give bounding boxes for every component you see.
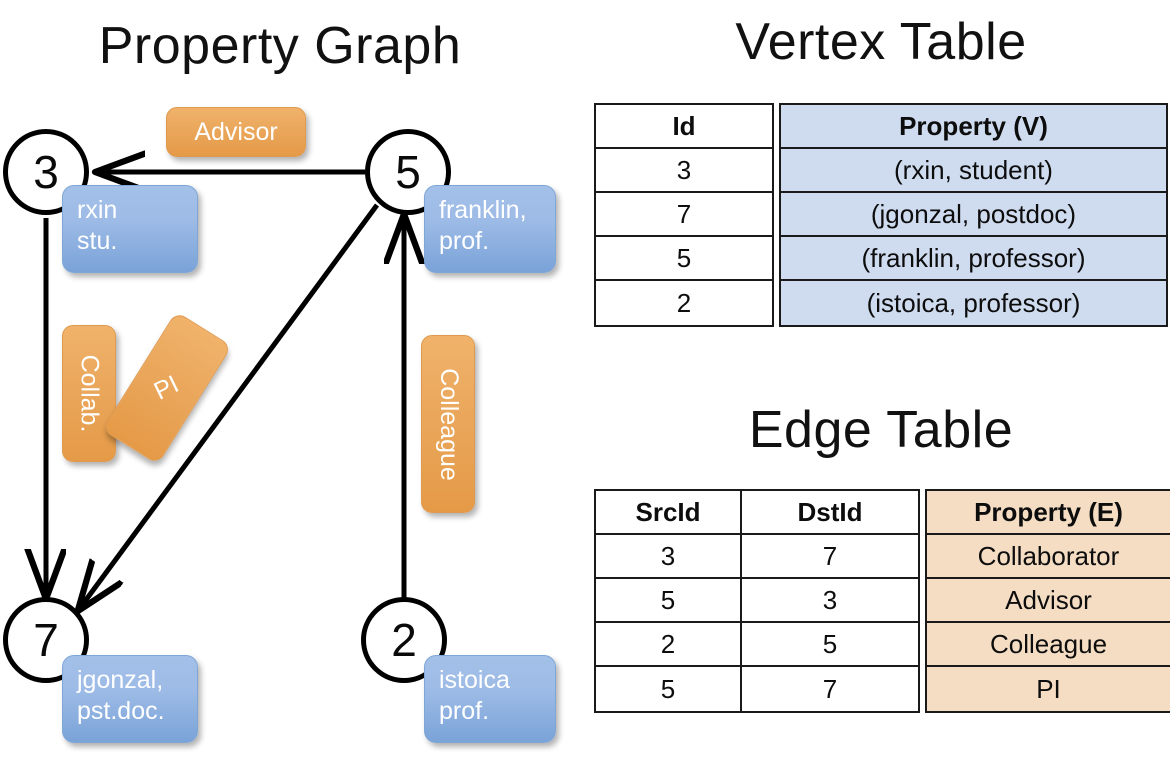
edge-table-title: Edge Table (748, 401, 1014, 459)
vertex-table: Id 3 7 5 2 Property (V) (rxin, student) … (594, 103, 1168, 327)
table-row: (istoica, professor) (781, 281, 1166, 325)
table-row: Collaborator (927, 535, 1170, 579)
table-row: 7 (596, 193, 772, 237)
table-row: 3 (596, 535, 740, 579)
vertex-node-3[interactable]: 3 (3, 129, 89, 215)
vertex-property-box-franklin: franklin, prof. (424, 185, 556, 273)
vertex-table-title: Vertex Table (735, 13, 1027, 71)
table-row: 5 (742, 623, 918, 667)
table-row: 3 (742, 579, 918, 623)
table-row: 5 (596, 237, 772, 281)
vertex-table-header-property: Property (V) (781, 105, 1166, 149)
edge-5-to-7 (80, 203, 380, 608)
edge-table-header-property: Property (E) (927, 491, 1170, 535)
edge-label-colleague-text: Colleague (434, 367, 463, 481)
property-graph-title: Property Graph (98, 17, 462, 75)
edge-table-column-dstid: DstId 7 3 5 7 (740, 489, 920, 713)
table-row: 3 (596, 149, 772, 193)
vertex-property-box-jgonzal: jgonzal, pst.doc. (62, 655, 198, 743)
vertex-node-7-label: 7 (33, 614, 59, 666)
vertex-property-box-istoica: istoica prof. (424, 655, 556, 743)
table-row: (franklin, professor) (781, 237, 1166, 281)
table-row: 5 (596, 667, 740, 711)
vertex-node-5[interactable]: 5 (365, 129, 451, 215)
vertex-table-header-id: Id (596, 105, 772, 149)
table-row: 7 (742, 667, 918, 711)
vertex-table-column-property: Property (V) (rxin, student) (jgonzal, p… (779, 103, 1168, 327)
table-row: 2 (596, 281, 772, 325)
edge-table: SrcId 3 5 2 5 DstId 7 3 5 7 Property (E)… (594, 489, 1170, 713)
vertex-node-3-label: 3 (33, 146, 59, 198)
vertex-table-column-id: Id 3 7 5 2 (594, 103, 774, 327)
table-row: 7 (742, 535, 918, 579)
edge-table-header-dstid: DstId (742, 491, 918, 535)
graph-edges-svg (0, 90, 580, 642)
edge-table-column-property: Property (E) Collaborator Advisor Collea… (925, 489, 1170, 713)
edge-label-advisor: Advisor (166, 107, 306, 157)
property-graph-diagram: 3 5 7 2 rxin stu. franklin, prof. jgonza… (0, 90, 580, 760)
table-row: 5 (596, 579, 740, 623)
edge-table-header-srcid: SrcId (596, 491, 740, 535)
table-row: Colleague (927, 623, 1170, 667)
table-row: (jgonzal, postdoc) (781, 193, 1166, 237)
table-row: (rxin, student) (781, 149, 1166, 193)
edge-label-collab: Collab. (62, 325, 116, 462)
vertex-property-box-rxin: rxin stu. (62, 185, 198, 273)
vertex-node-2-label: 2 (391, 614, 417, 666)
edge-label-pi-text: PI (150, 369, 184, 406)
table-row: Advisor (927, 579, 1170, 623)
edge-label-collab-text: Collab. (75, 354, 104, 433)
vertex-node-5-label: 5 (395, 146, 421, 198)
table-row: PI (927, 667, 1170, 711)
table-row: 2 (596, 623, 740, 667)
edge-label-colleague: Colleague (421, 335, 475, 513)
edge-label-advisor-text: Advisor (194, 117, 278, 146)
edge-table-column-srcid: SrcId 3 5 2 5 (594, 489, 742, 713)
